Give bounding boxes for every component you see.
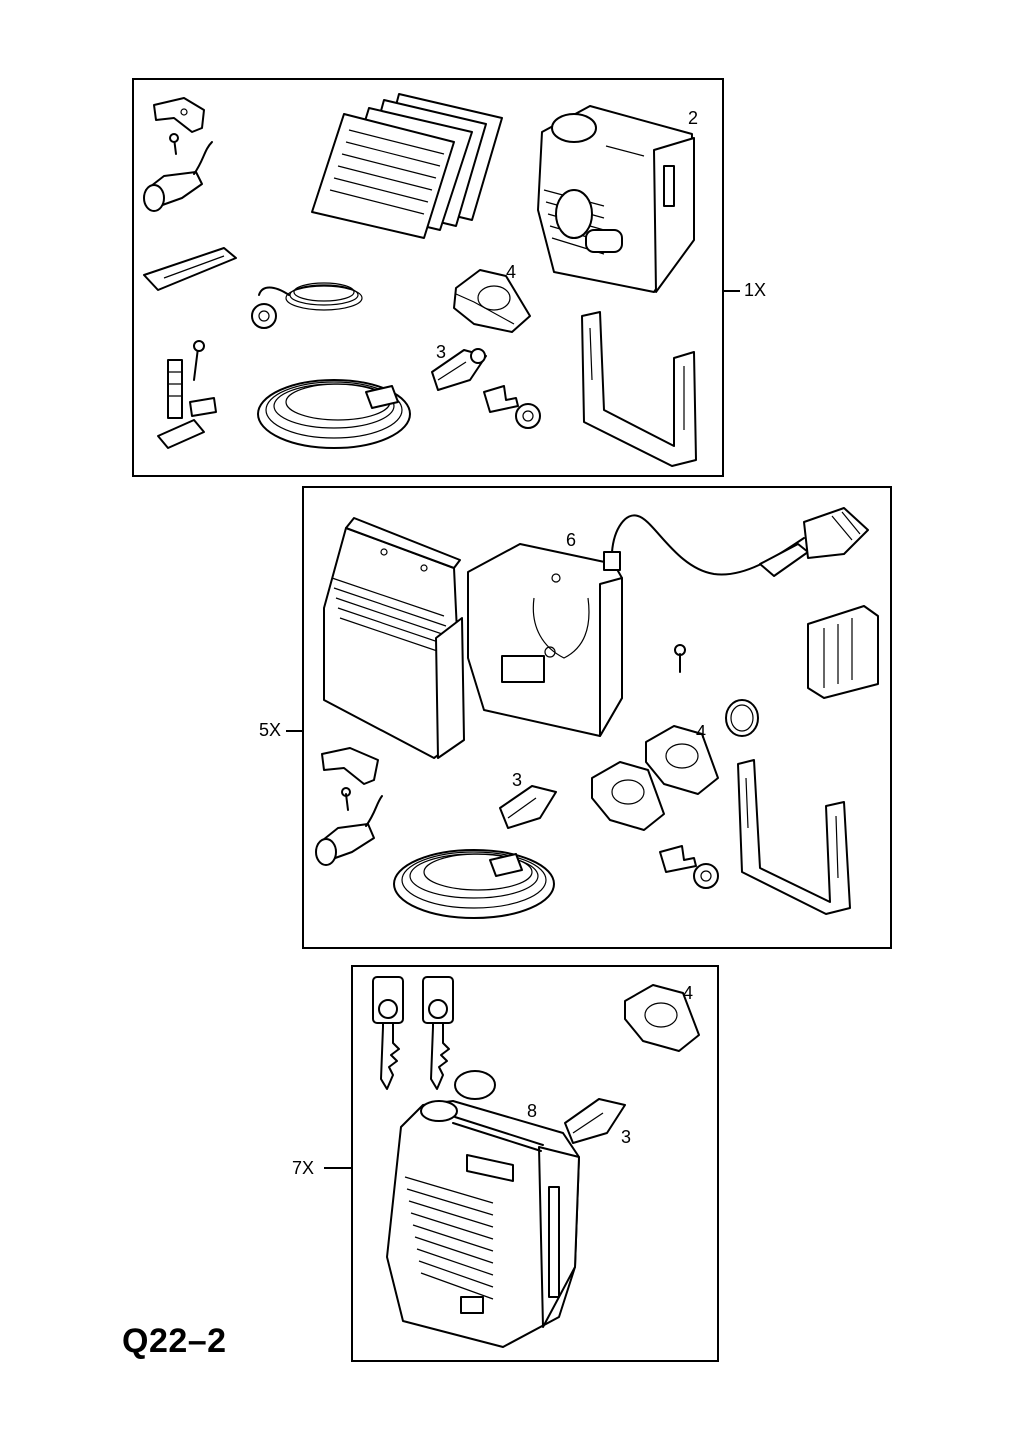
callout-3: 3 — [436, 342, 446, 362]
group-7x-leader — [324, 1167, 351, 1169]
group-1x-parts: 2 — [143, 93, 698, 467]
antenna-cable-icon — [251, 282, 363, 329]
sheet-id: Q22–2 — [122, 1322, 227, 1360]
speaker-unit-icon — [537, 105, 695, 293]
screw-icon-3 — [341, 787, 351, 811]
callout-4b: 4 — [696, 722, 706, 742]
callout-3c: 3 — [621, 1127, 631, 1147]
control-module-icon — [323, 517, 465, 759]
remote-transmitter-icon — [453, 269, 531, 333]
group-5x-parts: 6 4 — [315, 507, 879, 919]
callout-8: 8 — [527, 1101, 537, 1121]
nut-icon-2 — [693, 863, 719, 889]
callout-6: 6 — [566, 530, 576, 550]
key-icon-1 — [372, 976, 404, 1090]
group-7x-parts: 4 3 8 — [372, 976, 700, 1348]
group-1x-label: 1X — [744, 280, 767, 300]
callout-3b: 3 — [512, 770, 522, 790]
small-bracket-icon-2 — [321, 747, 379, 785]
nut-icon — [515, 403, 541, 429]
manual-icon — [311, 93, 503, 239]
group-5x-panel: 6 4 — [302, 486, 892, 949]
key-icon-2 — [422, 976, 454, 1090]
remote-transmitter-icon-2 — [591, 761, 665, 831]
bolt-icon-2 — [659, 845, 697, 873]
callout-4c: 4 — [683, 983, 693, 1003]
remote-transmitter-icon-3 — [624, 984, 700, 1052]
callout-2: 2 — [688, 108, 698, 128]
group-7x-panel: 4 3 8 — [351, 965, 719, 1362]
key-fob-icon-2 — [499, 785, 557, 829]
cable-icon-2 — [393, 849, 555, 919]
grommet-icon — [725, 699, 759, 737]
sensor-icon — [143, 141, 213, 212]
key-fob-icon — [431, 348, 487, 391]
group-1x-panel: 2 — [132, 78, 724, 477]
cable-icon — [257, 379, 411, 449]
group-5x-label: 5X — [259, 720, 282, 740]
siren-icon — [467, 543, 623, 737]
module-stick-icon — [143, 247, 237, 291]
screw-icon-2 — [674, 644, 686, 673]
antenna-icon — [157, 340, 217, 449]
connector-housing-icon — [807, 605, 879, 699]
screw-icon — [169, 133, 179, 155]
small-bracket-icon — [153, 97, 205, 133]
mounting-bracket-icon-2 — [737, 759, 851, 915]
sensor-icon-2 — [315, 795, 383, 866]
callout-4: 4 — [506, 262, 516, 282]
connector-plug-icon — [611, 507, 869, 577]
group-7x-label: 7X — [292, 1158, 315, 1178]
group-5x-leader — [286, 730, 302, 732]
bolt-icon — [483, 385, 519, 413]
remote-transmitter-icon-1 — [645, 725, 719, 795]
group-1x-leader — [724, 290, 740, 292]
mounting-bracket-icon — [581, 311, 697, 467]
key-fob-icon-3 — [564, 1098, 626, 1144]
bottle-icon — [386, 1070, 580, 1348]
